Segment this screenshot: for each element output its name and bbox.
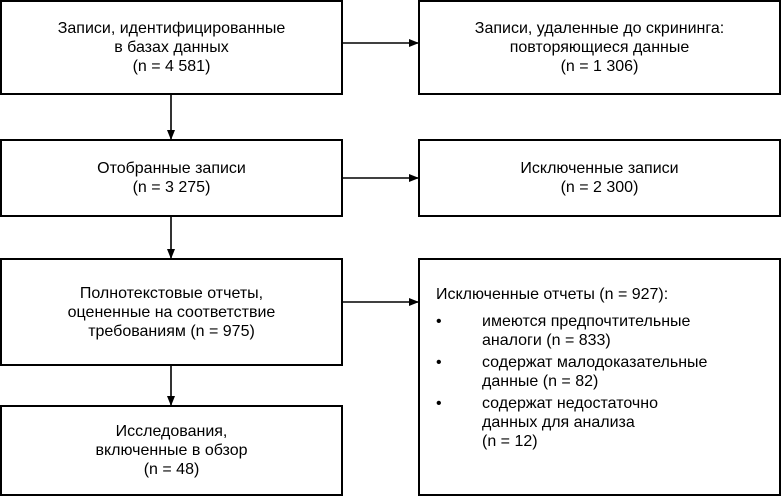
reason-1-line-2: аналоги (n = 833) <box>482 332 611 349</box>
identified-records-box: Записи, идентифицированные в базах данны… <box>0 0 343 95</box>
screened-count: (n = 3 275) <box>132 179 211 196</box>
included-line-2: включенные в обзор <box>95 442 248 459</box>
excluded-records-box: Исключенные записи (n = 2 300) <box>418 139 781 217</box>
identified-count: (n = 4 581) <box>132 58 211 75</box>
bullet-icon: • <box>436 313 442 330</box>
screened-label: Отобранные записи <box>97 160 246 177</box>
exclusion-reason: • содержат малодоказательные данные (n =… <box>436 353 771 391</box>
reason-3-line-3: (n = 12) <box>482 433 538 450</box>
exclusion-reason: • содержат недостаточно данных для анали… <box>436 394 771 451</box>
bullet-icon: • <box>436 395 442 412</box>
reason-2-line-2: данные (n = 82) <box>482 373 599 390</box>
included-studies-box: Исследования, включенные в обзор (n = 48… <box>0 405 343 496</box>
full-text-line-2: оцененные на соответствие <box>67 303 276 321</box>
exclusion-reasons-list: • имеются предпочтительные аналоги (n = … <box>436 312 771 451</box>
identified-line-1: Записи, идентифицированные <box>57 20 286 37</box>
reason-1-line-1: имеются предпочтительные <box>482 313 691 330</box>
full-text-reports-box: Полнотекстовые отчеты, оцененные на соот… <box>0 258 343 366</box>
full-text-line-1: Полнотекстовые отчеты, <box>79 284 264 302</box>
included-line-1: Исследования, <box>115 423 228 440</box>
duplicates-count: (n = 1 306) <box>560 58 639 75</box>
included-count: (n = 48) <box>143 461 200 478</box>
identified-line-2: в базах данных <box>114 39 229 56</box>
reason-3-line-2: данных для анализа <box>482 414 635 431</box>
excluded-reports-title: Исключенные отчеты (n = 927): <box>436 286 669 303</box>
reason-2-line-1: содержат малодоказательные <box>482 354 708 371</box>
reason-3-line-1: содержат недостаточно <box>482 395 658 412</box>
exclusion-reason: • имеются предпочтительные аналоги (n = … <box>436 312 771 350</box>
bullet-icon: • <box>436 354 442 371</box>
screened-records-box: Отобранные записи (n = 3 275) <box>0 139 343 217</box>
duplicates-line-1: Записи, удаленные до скрининга: <box>474 20 725 37</box>
duplicates-line-2: повторяющиеся данные <box>509 39 690 56</box>
excluded-reports-box: Исключенные отчеты (n = 927): • имеются … <box>418 258 781 496</box>
excluded-records-count: (n = 2 300) <box>560 179 639 196</box>
excluded-records-label: Исключенные записи <box>520 160 679 177</box>
full-text-line-3: требованиям (n = 975) <box>88 322 255 340</box>
duplicates-removed-box: Записи, удаленные до скрининга: повторяю… <box>418 0 781 95</box>
